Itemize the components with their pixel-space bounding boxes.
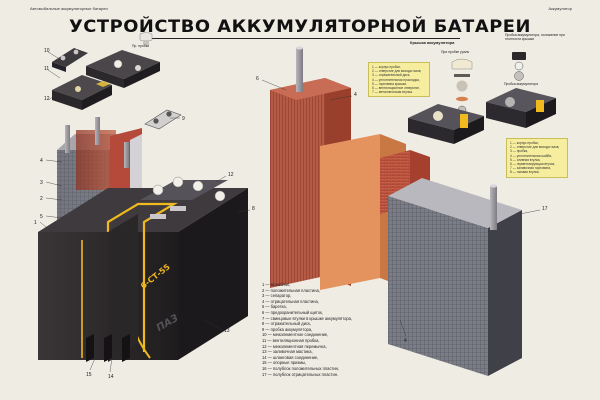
legend-item: 12 — межэлементная перемычка, <box>262 343 327 349</box>
note-line: 4 — уплотнительная прокладка, <box>372 77 420 82</box>
bridge-connector-top <box>52 48 88 72</box>
legend-item: 16 — полублок положительных пластин, <box>262 365 340 371</box>
cover-segment-upper <box>86 50 160 88</box>
svg-text:14: 14 <box>108 374 114 380</box>
note-box-left: 1 — корпус пробки,2 — отверстие для выхо… <box>368 62 430 98</box>
cover-segment-middle <box>52 75 112 110</box>
svg-text:15: 15 <box>86 372 92 378</box>
legend-item: 5 — баретка, <box>262 304 287 310</box>
note-line: 5 — сливная втулка, <box>510 157 541 162</box>
svg-text:8: 8 <box>252 206 255 212</box>
note-line: 1 — корпус пробки, <box>510 141 539 145</box>
vent-cap-exploded-left <box>451 58 473 115</box>
note-line: 2 — отверстие для выхода газов, <box>510 145 560 150</box>
svg-text:2: 2 <box>40 196 43 202</box>
caption-right-title: Пробка аккумулятора, положение при плотн… <box>505 33 565 41</box>
legend-item: 4 — отрицательная пластина, <box>262 298 319 304</box>
svg-text:3: 3 <box>40 180 43 186</box>
svg-text:5: 5 <box>40 214 43 220</box>
svg-text:10: 10 <box>44 48 50 54</box>
note-line: 1 — корпус пробки, <box>372 65 401 69</box>
legend-item: 9 — пробка аккумулятора, <box>262 326 313 332</box>
vent-plug-small <box>139 31 153 45</box>
svg-text:4: 4 <box>404 338 407 344</box>
legend-item: 3 — сепаратор, <box>262 293 292 299</box>
caption-plug-right: При пробке ураль <box>441 50 470 54</box>
svg-text:13: 13 <box>224 328 230 334</box>
legend-item: 8 — отражательный диск, <box>262 321 311 327</box>
legend-item: 14 — шланговая соединение, <box>262 354 319 360</box>
svg-text:17: 17 <box>542 206 548 212</box>
negative-plate-block <box>388 178 522 376</box>
cover-cut-right-b <box>486 88 556 128</box>
svg-text:11: 11 <box>44 66 49 72</box>
note-line: 6 — вентиляционное отверстие, <box>372 86 420 91</box>
svg-text:9: 9 <box>182 116 185 122</box>
legend-item: 1 — моноблок, <box>262 282 291 287</box>
note-line: 6 — герметизирующая втулка, <box>510 162 556 167</box>
legend-item: 7 — свинцовые втулки в крышке аккумулято… <box>262 315 353 321</box>
legend-item: 2 — положительная пластина, <box>262 287 320 293</box>
note-line: 7 — металлическая втулка. <box>372 90 413 95</box>
note-line: 7 — заливочная горловина, <box>510 166 551 171</box>
note-line: 8 — газовая втулка. <box>510 170 540 175</box>
legend-item: 17 — полублок отрицательных пластин. <box>262 371 339 377</box>
svg-text:4: 4 <box>40 158 43 164</box>
caption-plug-top-left: Пр. пробки <box>132 44 150 48</box>
svg-text:4: 4 <box>354 92 357 98</box>
legend-item: 10 — межэлементное соединение, <box>262 332 329 338</box>
caption-plug-far-right: Пробка аккумулятора <box>504 82 539 86</box>
svg-text:12: 12 <box>44 96 50 102</box>
caption-cover: Крышка аккумулятора <box>410 40 455 45</box>
leader-lines <box>39 51 541 373</box>
legend-item: 6 — предохранительный щиток, <box>262 309 323 315</box>
legend-item: 13 — заливочная мастика, <box>262 349 313 355</box>
legend-item: 15 — опорные призмы, <box>262 360 307 366</box>
header-right-text: Аккумулятор <box>548 6 572 11</box>
legend-item: 11 — вентиляционная пробка, <box>262 337 320 343</box>
svg-text:12: 12 <box>228 172 234 178</box>
note-box-right: 1 — корпус пробки,2 — отверстие для выхо… <box>506 138 568 178</box>
bridge-connector-lower <box>144 109 182 130</box>
vent-cap-exploded-right <box>512 52 526 81</box>
battery-case <box>38 176 248 362</box>
part-numbers: 10 11 12 9 4 3 2 51 12 8 13 15 14 6 4 4 17 <box>34 48 548 380</box>
title-underline <box>140 38 460 39</box>
note-line: 3 — пробка, <box>510 149 528 154</box>
note-line: 4 — уплотнительная шайба, <box>510 153 552 158</box>
header-left-text: Автомобильные аккумуляторные батареи <box>30 6 108 11</box>
note-line: 5 — горловина крышки, <box>372 81 407 86</box>
note-line: 3 — отражательный диск, <box>372 73 411 78</box>
svg-text:6: 6 <box>256 76 259 82</box>
page-title: УСТРОЙСТВО АККУМУЛЯТОРНОЙ БАТАРЕИ <box>68 17 532 37</box>
note-line: 2 — отверстие для выхода газов, <box>372 69 422 74</box>
svg-text:1: 1 <box>34 220 37 226</box>
parts-legend: 1 — моноблок,2 — положительная пластина,… <box>262 282 357 377</box>
cover-cut-right-a <box>408 104 484 144</box>
